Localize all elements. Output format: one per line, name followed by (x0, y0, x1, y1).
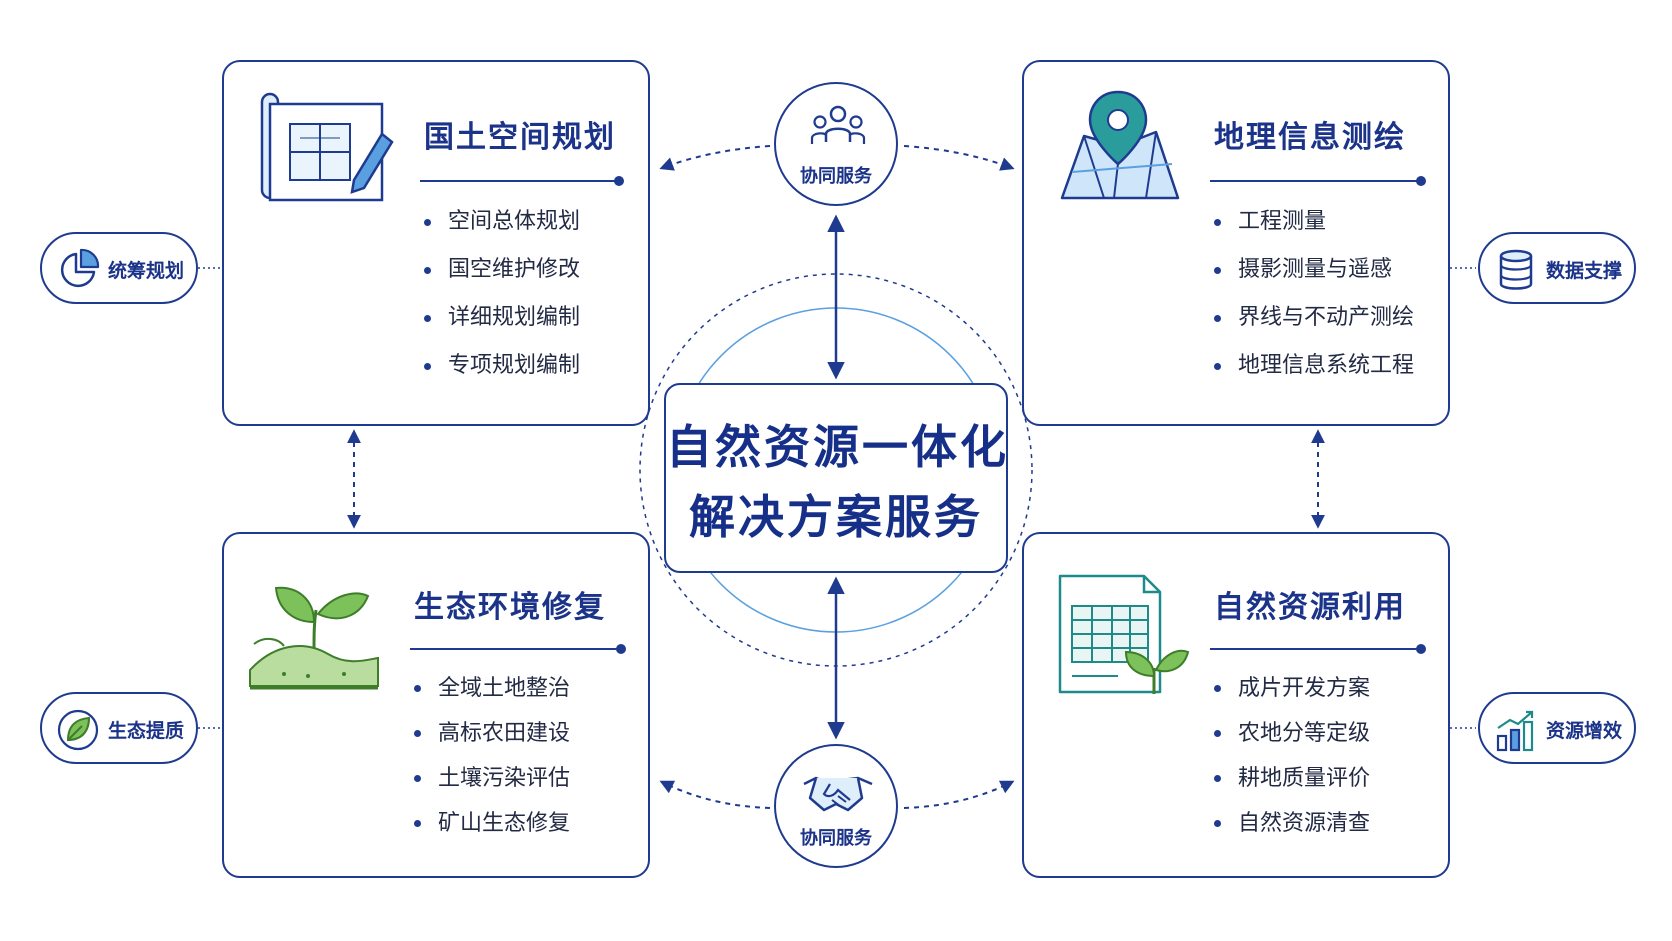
pie-chart-icon (60, 248, 100, 288)
title-divider (420, 176, 624, 186)
title-divider (1210, 176, 1426, 186)
list-item: 专项规划编制 (420, 342, 580, 390)
pill-label: 数据支撑 (1546, 260, 1623, 282)
card-title: 地理信息测绘 (1214, 120, 1406, 155)
service-list: 空间总体规划 国空维护修改 详细规划编制 专项规划编制 (420, 198, 580, 390)
center-title-line2: 解决方案服务 (689, 490, 983, 544)
spreadsheet-leaf-icon (1058, 574, 1190, 694)
blueprint-pencil-icon (260, 92, 394, 202)
pill-coordination: 统筹规划 (40, 232, 198, 304)
list-item: 农地分等定级 (1210, 711, 1370, 756)
pill-label: 统筹规划 (108, 260, 185, 282)
card-territorial-planning: 国土空间规划 空间总体规划 国空维护修改 详细规划编制 专项规划编制 (222, 60, 650, 426)
arc-bottom-left (659, 780, 771, 809)
service-list: 全域土地整治 高标农田建设 土壤污染评估 矿山生态修复 (410, 666, 570, 846)
growth-chart-icon (1496, 710, 1534, 752)
list-item: 自然资源清查 (1210, 801, 1370, 846)
list-item: 详细规划编制 (420, 294, 580, 342)
service-list: 工程测量 摄影测量与遥感 界线与不动产测绘 地理信息系统工程 (1210, 198, 1414, 390)
collab-service-top: 协同服务 (774, 82, 898, 206)
center-solution-box: 自然资源一体化 解决方案服务 (664, 383, 1008, 573)
arc-bottom-right (903, 780, 1015, 809)
handshake-icon (803, 776, 873, 812)
pill-eco-quality: 生态提质 (40, 692, 198, 764)
collab-label: 协同服务 (800, 828, 872, 849)
arc-top-right (903, 145, 1015, 171)
list-item: 高标农田建设 (410, 711, 570, 756)
list-item: 地理信息系统工程 (1210, 342, 1414, 390)
title-divider (1210, 644, 1426, 654)
map-pin-icon (1060, 90, 1180, 200)
collab-label: 协同服务 (800, 166, 872, 187)
list-item: 耕地质量评价 (1210, 756, 1370, 801)
card-resource-utilization: 自然资源利用 成片开发方案 农地分等定级 耕地质量评价 自然资源清查 (1022, 532, 1450, 878)
card-title: 自然资源利用 (1214, 590, 1406, 625)
list-item: 界线与不动产测绘 (1210, 294, 1414, 342)
pill-efficiency: 资源增效 (1478, 692, 1636, 764)
list-item: 国空维护修改 (420, 246, 580, 294)
people-group-icon (810, 105, 866, 144)
list-item: 成片开发方案 (1210, 666, 1370, 711)
leaf-icon (57, 709, 99, 751)
card-title: 生态环境修复 (414, 590, 606, 625)
collab-service-bottom: 协同服务 (774, 744, 898, 868)
title-divider (410, 644, 626, 654)
list-item: 摄影测量与遥感 (1210, 246, 1414, 294)
service-list: 成片开发方案 农地分等定级 耕地质量评价 自然资源清查 (1210, 666, 1370, 846)
arc-top-left (659, 145, 771, 171)
list-item: 土壤污染评估 (410, 756, 570, 801)
pill-label: 资源增效 (1546, 720, 1623, 742)
pill-data-support: 数据支撑 (1478, 232, 1636, 304)
list-item: 矿山生态修复 (410, 801, 570, 846)
list-item: 全域土地整治 (410, 666, 570, 711)
pill-label: 生态提质 (108, 720, 185, 742)
center-title-line1: 自然资源一体化 (666, 420, 1009, 474)
list-item: 空间总体规划 (420, 198, 580, 246)
sprout-icon (249, 586, 379, 690)
list-item: 工程测量 (1210, 198, 1414, 246)
card-geo-surveying: 地理信息测绘 工程测量 摄影测量与遥感 界线与不动产测绘 地理信息系统工程 (1022, 60, 1450, 426)
database-icon (1499, 249, 1533, 290)
card-title: 国土空间规划 (424, 120, 616, 155)
card-eco-restoration: 生态环境修复 全域土地整治 高标农田建设 土壤污染评估 矿山生态修复 (222, 532, 650, 878)
